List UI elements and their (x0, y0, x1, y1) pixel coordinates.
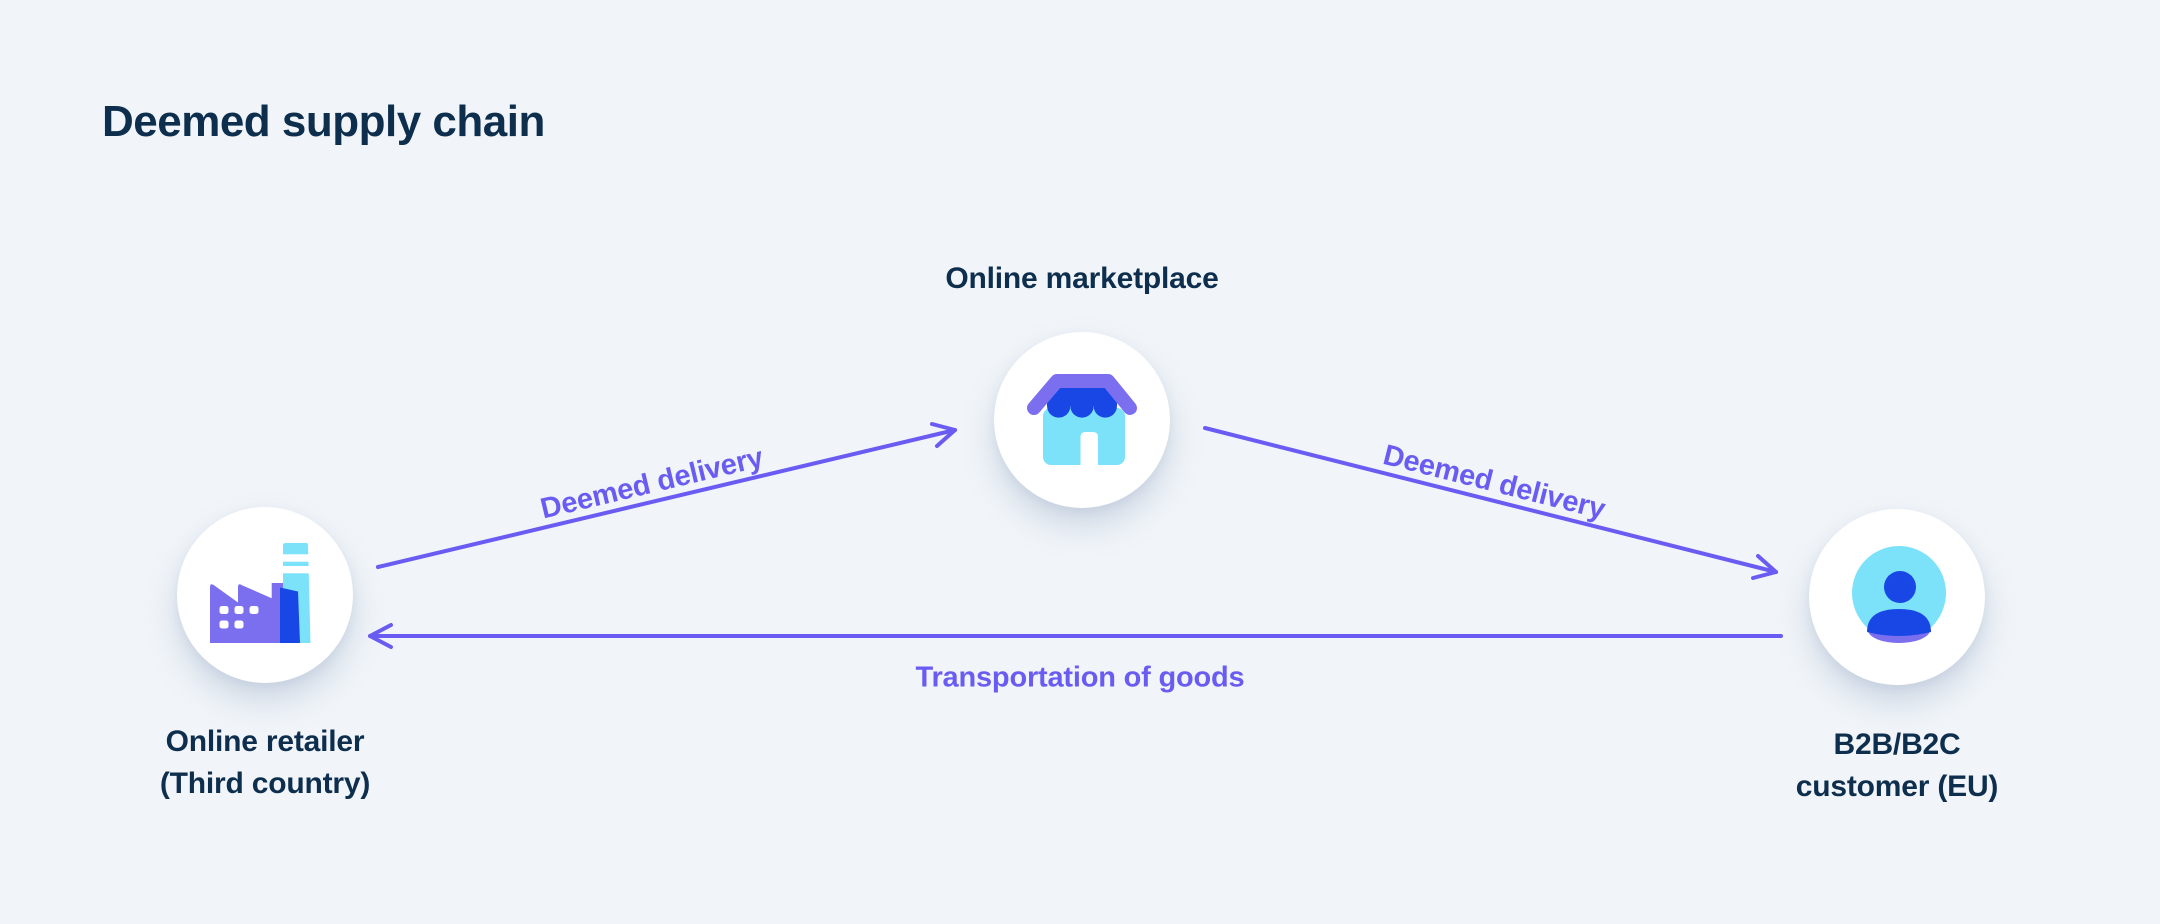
factory-icon (210, 543, 313, 643)
node-online-retailer (177, 507, 353, 683)
node-online-marketplace (994, 332, 1170, 508)
node-label-online-marketplace: Online marketplace (945, 262, 1219, 295)
edge-deemed-delivery-2 (1203, 426, 1778, 580)
node-label-b2b-b2c-customer: B2B/B2C customer (EU) (1795, 724, 1999, 808)
person-icon (1852, 546, 1946, 643)
storefront-icon (1027, 374, 1137, 465)
node-b2b-b2c-customer (1809, 509, 1985, 685)
node-label-line: B2B/B2C (1833, 728, 1961, 761)
edge-deemed-delivery-1 (376, 422, 957, 569)
node-label-line: (Third country) (159, 767, 371, 800)
node-label-line: customer (EU) (1795, 770, 1999, 803)
edge-label-transportation-of-goods: Transportation of goods (915, 661, 1245, 694)
node-label-line: Online retailer (165, 725, 365, 758)
node-label-online-retailer: Online retailer (Third country) (159, 721, 371, 805)
edge-transportation-of-goods (368, 623, 1783, 649)
page-title: Deemed supply chain (102, 97, 545, 146)
